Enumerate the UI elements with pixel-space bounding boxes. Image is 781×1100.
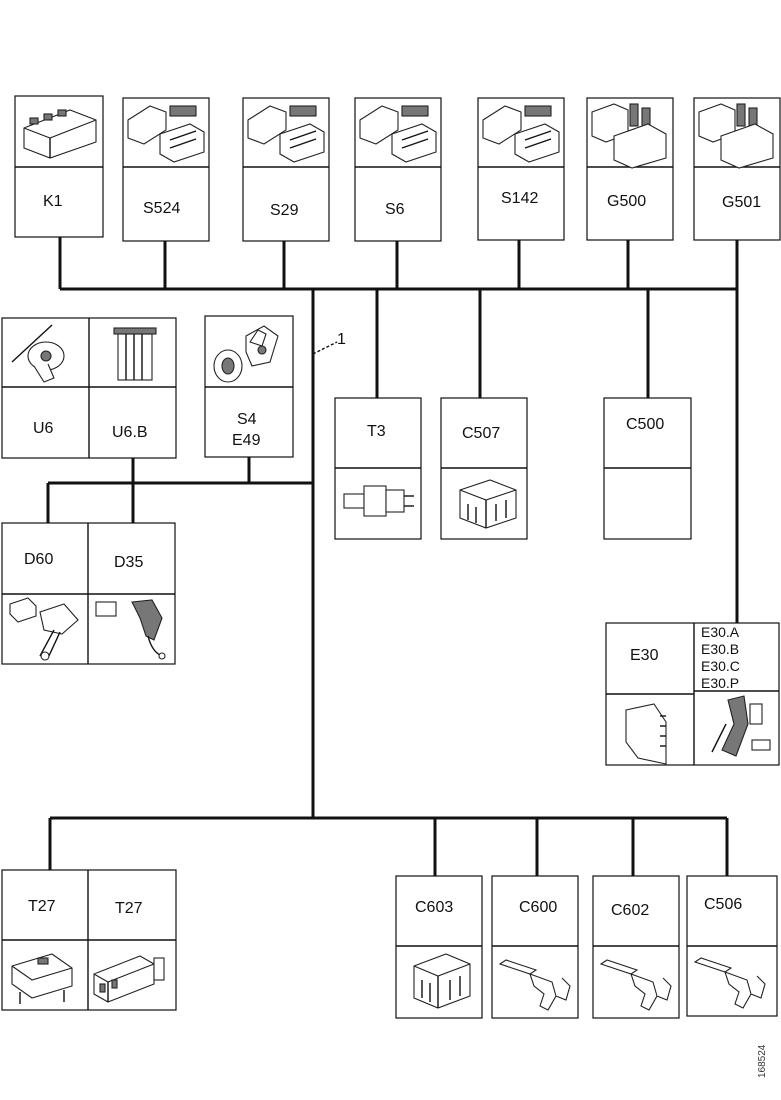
connector-label-c602: C602	[611, 902, 649, 919]
ignition-switch-icon	[213, 325, 279, 383]
connector-label-e30b: E30.B	[701, 641, 739, 657]
connector-label-s4: S4	[237, 411, 257, 428]
connector-c600[interactable]: C600	[491, 875, 579, 1019]
connector-label-d60: D60	[24, 551, 53, 568]
connector-label-t27-b: T27	[115, 900, 143, 917]
sensor-bracket-icon	[9, 597, 79, 661]
connector-label-k1: K1	[43, 193, 63, 210]
connector-s524[interactable]: S524	[122, 97, 210, 242]
multi-pin-connector-icon	[459, 479, 517, 529]
switch-connector-icon	[482, 105, 560, 163]
control-module-icon	[625, 703, 667, 765]
connector-label-u6: U6	[33, 420, 54, 437]
connector-label-c507: C507	[462, 425, 500, 442]
connector-label-s142: S142	[501, 190, 538, 207]
connector-label-c506: C506	[704, 896, 742, 913]
connector-label-s524: S524	[143, 200, 180, 217]
connector-label-c603: C603	[415, 899, 453, 916]
switch-connector-icon	[359, 105, 437, 163]
connector-label-t27-a: T27	[28, 898, 56, 915]
plug-housing-icon	[698, 103, 774, 169]
connector-c507[interactable]: C507	[440, 397, 528, 540]
connector-label-c600: C600	[519, 899, 557, 916]
connector-label-u6b: U6.B	[112, 424, 148, 441]
connector-u6-group[interactable]: U6 U6.B	[1, 317, 177, 459]
module-housing-icon	[113, 327, 157, 381]
connector-label-e30c: E30.C	[701, 658, 740, 674]
connector-s6[interactable]: S6	[354, 97, 442, 242]
wiper-motor-icon	[11, 324, 65, 383]
connector-label-s6: S6	[385, 201, 405, 218]
connector-label-e30p: E30.P	[701, 675, 739, 691]
connector-label-e30a: E30.A	[701, 624, 740, 640]
connector-s29[interactable]: S29	[242, 97, 330, 242]
terminal-connector-icon	[711, 695, 771, 757]
multi-pin-connector-icon	[413, 953, 471, 1009]
connector-t27-group[interactable]: T27 T27	[1, 869, 177, 1011]
connector-s4-e49[interactable]: S4 E49	[204, 315, 294, 458]
harness-wires	[46, 237, 739, 876]
crimp-terminal-icon	[693, 957, 766, 1009]
plug-housing-icon	[591, 103, 667, 169]
connector-s142[interactable]: S142	[477, 97, 565, 241]
connector-label-g500: G500	[607, 193, 646, 210]
connector-t3[interactable]: T3	[334, 397, 422, 540]
connector-label-g501: G501	[722, 194, 761, 211]
connector-e30-group[interactable]: E30 E30.A E30.B E30.C E30.P	[605, 622, 780, 766]
crimp-terminal-icon	[498, 959, 571, 1011]
harness-callout-number: 1	[337, 331, 346, 348]
connector-label-e30: E30	[630, 647, 659, 664]
temperature-sensor-icon	[93, 955, 165, 1003]
connector-k1[interactable]: K1	[14, 95, 104, 238]
connector-c602[interactable]: C602	[592, 875, 680, 1019]
connector-c603[interactable]: C603	[395, 875, 483, 1019]
connector-d60-d35-group[interactable]: D60 D35	[1, 522, 176, 665]
connector-g500[interactable]: G500	[586, 97, 674, 241]
crimp-terminal-icon	[599, 959, 672, 1011]
connector-label-s29: S29	[270, 202, 299, 219]
pressure-sensor-icon	[343, 485, 414, 517]
connector-g501[interactable]: G501	[693, 97, 781, 241]
connector-label-d35: D35	[114, 554, 143, 571]
switch-connector-icon	[127, 105, 205, 163]
harness-clip-icon	[95, 599, 166, 660]
switch-connector-icon	[247, 105, 325, 163]
connector-c500[interactable]: C500	[603, 397, 692, 540]
connector-c506[interactable]: C506	[686, 875, 778, 1017]
figure-id-watermark: 168524	[757, 1044, 768, 1078]
connector-label-c500: C500	[626, 416, 664, 433]
temperature-sensor-connector-icon	[11, 953, 73, 1004]
relay-unit-icon	[23, 109, 97, 159]
connector-label-e49: E49	[232, 432, 261, 449]
connector-label-t3: T3	[367, 423, 386, 440]
